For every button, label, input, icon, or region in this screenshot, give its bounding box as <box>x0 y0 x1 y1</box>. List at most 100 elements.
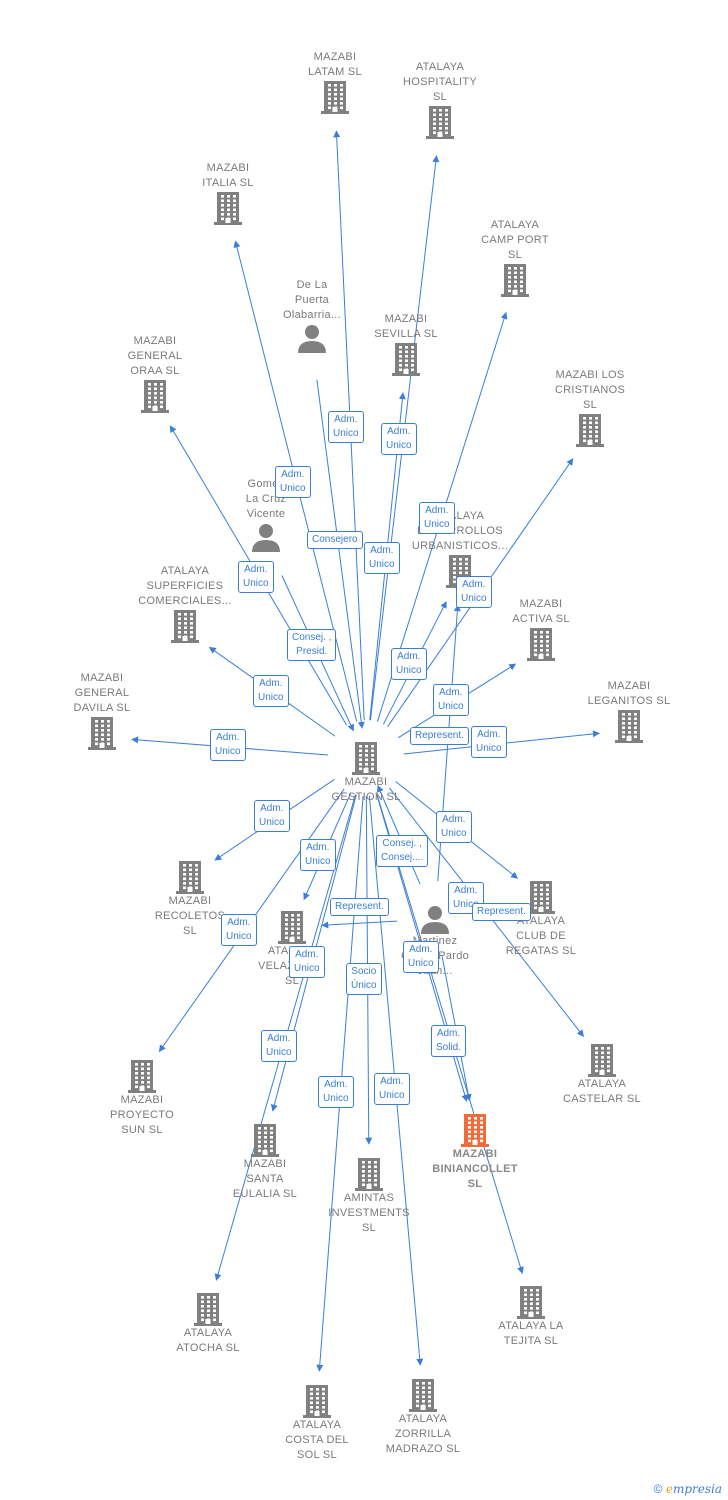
label-line: MAZABI <box>313 51 357 63</box>
label-line: SANTA <box>246 1173 284 1185</box>
edge-role-label[interactable]: Adm.Unico <box>318 1076 354 1108</box>
label-line: MAZABI <box>519 598 563 610</box>
edge-role-label[interactable]: Adm.Unico <box>210 729 246 761</box>
label-line: PROYECTO <box>110 1109 174 1121</box>
edge-role-label[interactable]: Adm.Unico <box>391 648 427 680</box>
company-name: ATALAYA CASTELAR SL <box>542 1077 662 1107</box>
label-line: ATALAYA LA <box>498 1320 564 1332</box>
edge-role-label[interactable]: Adm.Unico <box>433 684 469 716</box>
edge-role-label[interactable]: Adm.Unico <box>381 423 417 455</box>
edge-role-label[interactable]: Consejero <box>307 531 363 549</box>
edge-role-label[interactable]: Adm.Unico <box>300 839 336 871</box>
edge-role-text: Consejero <box>312 534 358 545</box>
edge-role-text: Unico <box>305 856 331 867</box>
edge-role-label[interactable]: Adm.Unico <box>221 914 257 946</box>
label-line: SL <box>467 1178 483 1190</box>
edge-role-label[interactable]: Adm.Unico <box>289 946 325 978</box>
edge-role-text: Unico <box>408 958 434 969</box>
edge-role-label[interactable]: Adm.Unico <box>471 726 507 758</box>
edge-role-label[interactable]: Represent. <box>330 898 389 916</box>
edge-role-label[interactable]: Adm.Unico <box>254 800 290 832</box>
edge-role-label[interactable]: Adm.Unico <box>275 466 311 498</box>
edge-role-text: Adm. <box>267 1033 291 1044</box>
label-line: BINIANCOLLET <box>432 1163 518 1175</box>
edge-role-label[interactable]: Adm.Unico <box>253 675 289 707</box>
label-line: Vicente <box>246 508 286 520</box>
edge-role-label[interactable]: Adm.Unico <box>374 1073 410 1105</box>
edge-role-label[interactable]: Adm. Unico <box>261 1030 297 1062</box>
label-line: CASTELAR SL <box>563 1093 641 1105</box>
edge-role-label[interactable]: Adm.Unico <box>364 542 400 574</box>
label-line: REGATAS SL <box>505 945 577 957</box>
edge-role-label[interactable]: Adm. Unico <box>403 941 439 973</box>
label-line: ATALAYA <box>415 61 465 73</box>
edge-role-text: Unico <box>243 578 269 589</box>
building-icon <box>415 1113 535 1147</box>
edge-role-label[interactable]: Adm.Unico <box>328 411 364 443</box>
label-line: ATALAYA <box>160 565 210 577</box>
label-line: ATALAYA <box>490 219 540 231</box>
label-line: AMINTAS <box>343 1192 395 1204</box>
building-icon <box>42 716 162 750</box>
edge-role-text: Adm. <box>454 885 478 896</box>
edge-role-text: Adm. <box>409 944 433 955</box>
building-icon <box>346 342 466 376</box>
edge-role-label[interactable]: Represent. <box>410 727 469 745</box>
empresia-footer[interactable]: © empresia <box>654 1482 722 1496</box>
edge-role-label[interactable]: Represent. <box>472 903 531 921</box>
building-icon <box>481 627 601 661</box>
edge-role-label[interactable]: Consej. ,Consej.... <box>376 835 429 867</box>
edge-role-text: Adm. <box>380 1076 404 1087</box>
edge-role-text: Unico <box>266 1047 292 1058</box>
copyright-symbol: © <box>653 1482 663 1496</box>
label-line: ATALAYA <box>577 1078 627 1090</box>
label-line: LEGANITOS SL <box>587 695 671 707</box>
edge-role-text: Adm. <box>259 678 283 689</box>
building-icon <box>125 609 245 643</box>
edge-role-label[interactable]: Adm.Unico <box>419 502 455 534</box>
edge-role-text: Unico <box>259 817 285 828</box>
company-node[interactable]: ATALAYA CASTELAR SL <box>542 1043 662 1107</box>
edge-role-label[interactable]: Adm.Solid. <box>431 1025 467 1057</box>
label-line: SOL SL <box>297 1449 337 1461</box>
building-icon <box>309 1157 429 1191</box>
building-icon <box>481 880 601 914</box>
building-icon <box>569 709 689 743</box>
brand-initial: e <box>665 1482 673 1496</box>
label-line: DAVILA SL <box>73 702 131 714</box>
edge-role-label[interactable]: Consej. ,Presid. <box>287 629 337 661</box>
edge-delapuerta-center <box>316 379 365 729</box>
edge-role-label[interactable]: Adm.Unico <box>456 576 492 608</box>
label-line: GENERAL <box>74 687 130 699</box>
edge-role-label[interactable]: Adm.Unico <box>238 561 274 593</box>
edge-role-label[interactable]: Adm.Unico <box>436 811 472 843</box>
